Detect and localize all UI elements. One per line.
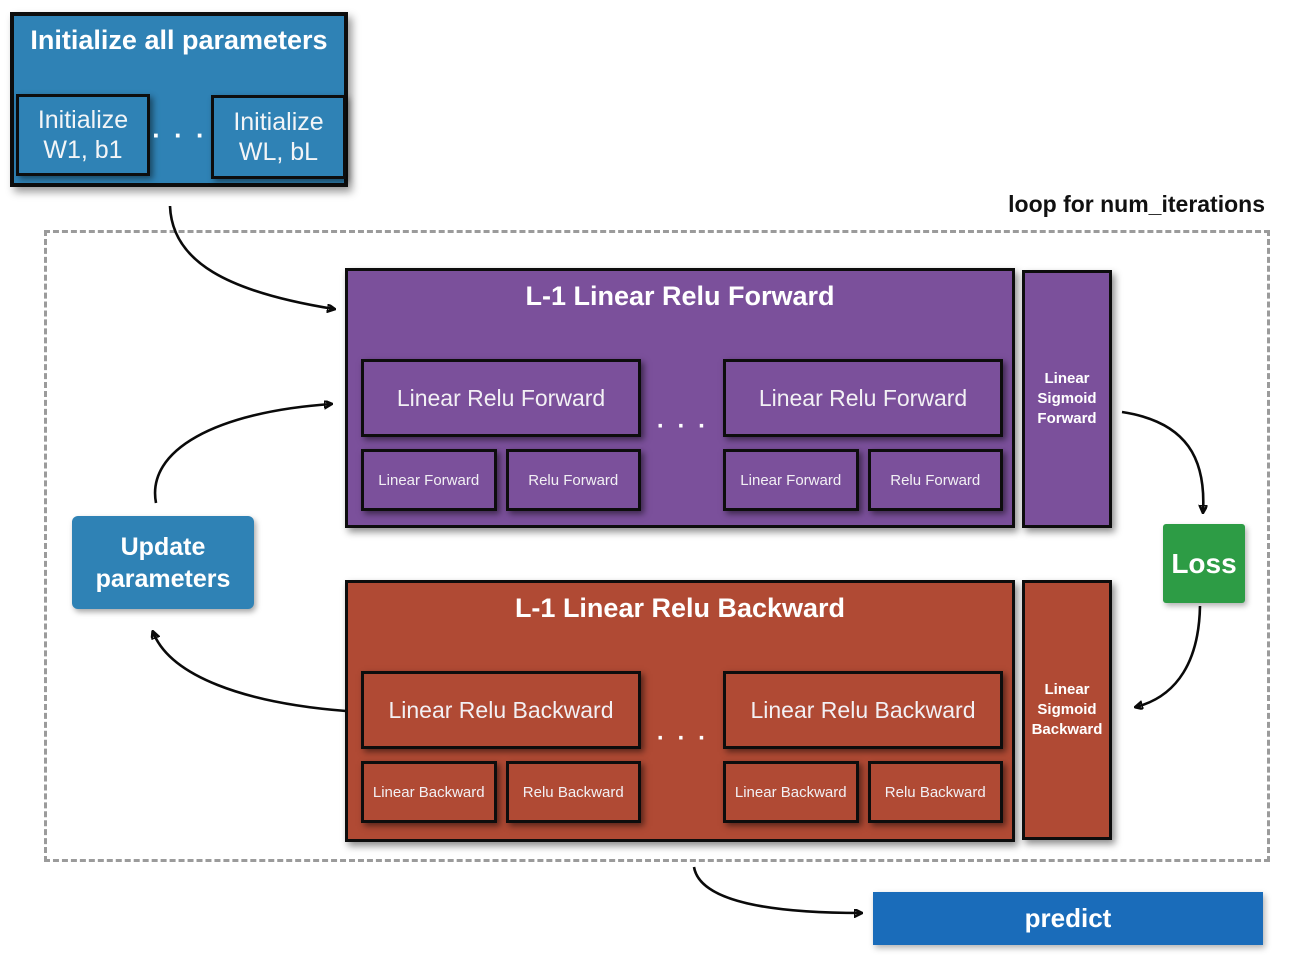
sigmoid-backward-line1: Linear — [1044, 680, 1090, 698]
forward-ellipsis: · · · — [656, 413, 710, 440]
backward-group-2: Linear Relu Backward Linear Backward Rel… — [723, 671, 1003, 823]
linear-relu-forward-box: Linear Relu Forward — [361, 359, 641, 437]
update-parameters-box: Update parameters — [72, 516, 254, 609]
loop-label: loop for num_iterations — [1008, 191, 1265, 217]
forward-group-2-subrow: Linear Forward Relu Forward — [723, 449, 1003, 511]
sigmoid-forward-line3: Forward — [1037, 410, 1097, 428]
backward-stage-box: L-1 Linear Relu Backward Linear Relu Bac… — [345, 580, 1015, 842]
backward-ellipsis: · · · — [656, 725, 710, 752]
backward-group-1-subrow: Linear Backward Relu Backward — [361, 761, 641, 823]
linear-relu-backward-box: Linear Relu Backward — [723, 671, 1003, 749]
forward-stage-title: L-1 Linear Relu Forward — [525, 281, 835, 311]
backward-stage-title: L-1 Linear Relu Backward — [514, 593, 846, 623]
initialize-wl-bl-box: Initialize WL, bL — [211, 95, 346, 179]
linear-relu-forward-box: Linear Relu Forward — [723, 359, 1003, 437]
initialize-w1-b1-line2: W1, b1 — [43, 136, 123, 164]
forward-group-1-subrow: Linear Forward Relu Forward — [361, 449, 641, 511]
linear-relu-backward-box: Linear Relu Backward — [361, 671, 641, 749]
forward-group-2: Linear Relu Forward Linear Forward Relu … — [723, 359, 1003, 511]
sigmoid-forward-line1: Linear — [1044, 369, 1090, 387]
sigmoid-forward-line2: Sigmoid — [1037, 389, 1097, 407]
backward-group-2-subrow: Linear Backward Relu Backward — [723, 761, 1003, 823]
predict-box: predict — [873, 892, 1263, 945]
loss-box: Loss — [1163, 524, 1245, 603]
backward-group-1: Linear Relu Backward Linear Backward Rel… — [361, 671, 641, 823]
update-parameters-line1: Update — [120, 532, 206, 561]
linear-backward-box: Linear Backward — [361, 761, 497, 823]
initialize-parameters-title: Initialize all parameters — [30, 25, 328, 55]
initialize-parameters-box: Initialize all parameters Initialize W1,… — [10, 12, 348, 187]
linear-forward-box: Linear Forward — [361, 449, 497, 511]
init-ellipsis: · · · — [152, 120, 208, 150]
linear-forward-box: Linear Forward — [723, 449, 859, 511]
relu-backward-box: Relu Backward — [505, 761, 641, 823]
forward-group-1: Linear Relu Forward Linear Forward Relu … — [361, 359, 641, 511]
sigmoid-backward-line2: Sigmoid — [1037, 700, 1097, 718]
update-parameters-line2: parameters — [95, 564, 231, 593]
linear-backward-box: Linear Backward — [723, 761, 859, 823]
initialize-wl-bl-line2: WL, bL — [238, 138, 319, 166]
relu-forward-box: Relu Forward — [505, 449, 641, 511]
linear-sigmoid-forward-box: Linear Sigmoid Forward — [1022, 270, 1112, 528]
initialize-w1-b1-box: Initialize W1, b1 — [16, 94, 150, 176]
arrow-loop-to-predict — [692, 866, 861, 913]
sigmoid-backward-line3: Backward — [1031, 721, 1103, 739]
loop-dashed-border — [44, 230, 1270, 862]
relu-forward-box: Relu Forward — [867, 449, 1003, 511]
forward-stage-box: L-1 Linear Relu Forward Linear Relu Forw… — [345, 268, 1015, 528]
relu-backward-box: Relu Backward — [867, 761, 1003, 823]
initialize-w1-b1-line1: Initialize — [37, 105, 129, 134]
initialize-wl-bl-line1: Initialize — [233, 107, 324, 136]
linear-sigmoid-backward-box: Linear Sigmoid Backward — [1022, 580, 1112, 840]
